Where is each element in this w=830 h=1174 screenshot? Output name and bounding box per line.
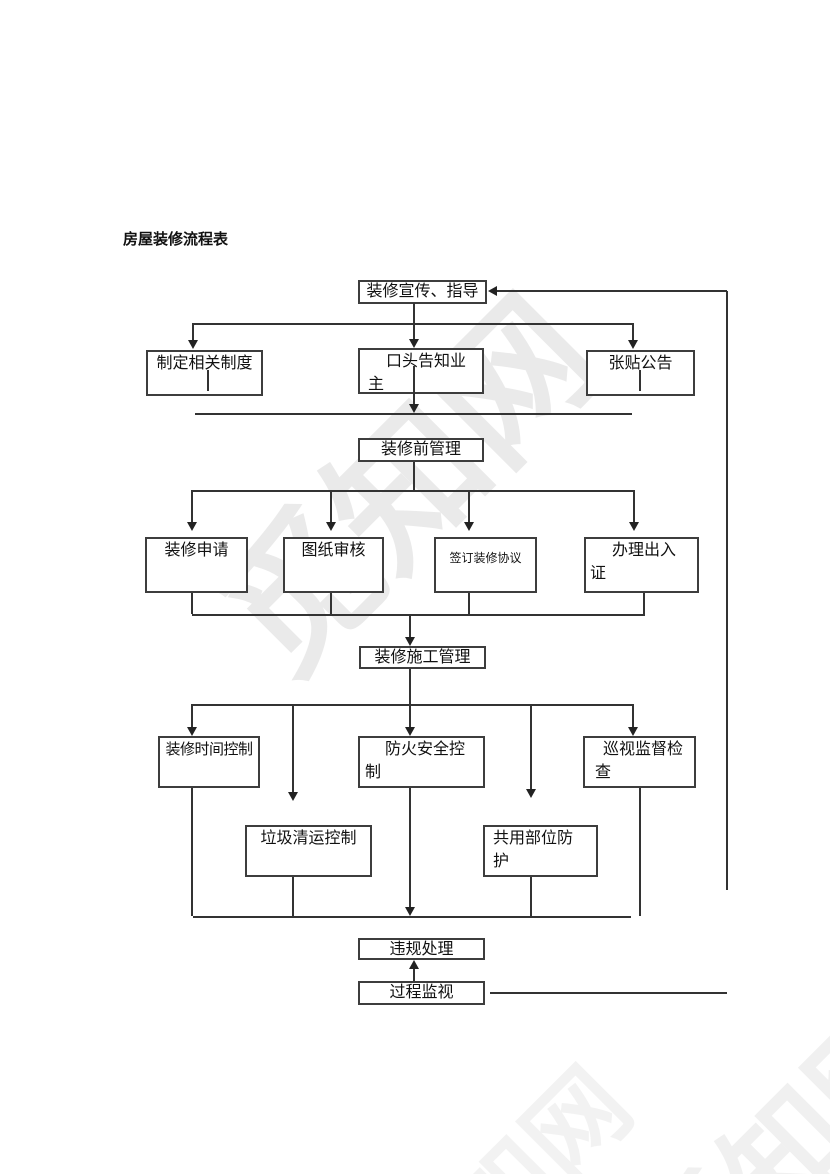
node-make-rules: 制定相关制度: [146, 350, 263, 396]
arrowhead-to-violation: [409, 960, 419, 969]
node-label: 装修施工管理: [374, 649, 471, 666]
collector-line-1: [195, 413, 632, 415]
branch-line-2: [192, 490, 634, 492]
connector-timecontrol-down: [191, 788, 193, 916]
collector-line-2: [192, 614, 645, 616]
feedback-line-bottom: [490, 992, 727, 994]
node-time-control: 装修时间控制: [158, 736, 260, 788]
node-label-line-1: 共用部位防: [493, 830, 574, 847]
node-label: 装修申请: [164, 542, 229, 559]
node-label: 垃圾清运控制: [260, 830, 357, 847]
node-common-area-protection: 共用部位防 护: [483, 825, 598, 877]
feedback-line-right: [726, 291, 728, 890]
arrowhead-to-garbage-control: [288, 792, 298, 801]
node-label-line-1: 巡视监督检: [603, 741, 684, 758]
connector-branch3-long-stem-left: [292, 704, 294, 792]
connector-entrypass-down: [643, 593, 645, 614]
arrowhead-to-entry-pass: [629, 522, 639, 531]
arrowhead-to-drawing-review: [326, 522, 336, 531]
connector-construction-down-stem: [409, 669, 411, 704]
connector-agreement-down: [468, 593, 470, 614]
connector-monitor-up-stem: [413, 969, 415, 981]
node-label: 制定相关制度: [156, 355, 253, 372]
arrowhead-to-fire-safety: [405, 727, 415, 736]
node-label: 装修宣传、指导: [366, 283, 479, 300]
connector-verbal-down-stem: [413, 366, 415, 404]
feedback-line-top: [497, 290, 727, 292]
arrowhead-to-promo: [488, 286, 497, 296]
connector-branch2-stem-1: [191, 490, 193, 522]
node-label-line-2: 主: [368, 376, 385, 393]
node-label-line-1: 口头告知业: [386, 353, 467, 370]
node-decoration-apply: 装修申请: [145, 537, 248, 593]
watermark-bottom-center: 觅知网: [343, 1030, 658, 1174]
connector-branch3-long-stem-right: [530, 704, 532, 789]
node-construction-management: 装修施工管理: [359, 646, 486, 669]
tick-make-rules: [207, 370, 209, 391]
arrowhead-to-make-rules: [188, 340, 198, 349]
node-verbal-notice: 口头告知业 主: [358, 348, 484, 394]
arrowhead-to-apply: [187, 522, 197, 531]
connector-commonarea-down: [530, 877, 532, 916]
branch-line-3: [192, 704, 633, 706]
arrowhead-to-collector1: [409, 404, 419, 413]
node-label-line-2: 查: [595, 764, 612, 781]
collector-line-3: [193, 916, 631, 918]
node-label: 张贴公告: [608, 355, 673, 372]
connector-collector2-down-stem: [409, 614, 411, 637]
node-garbage-removal-control: 垃圾清运控制: [245, 825, 372, 877]
node-label-line-2: 证: [590, 565, 607, 582]
connector-branch2-stem-3: [468, 490, 470, 522]
connector-drawing-down: [330, 593, 332, 614]
tick-post-notice: [639, 370, 641, 391]
connector-apply-down: [191, 593, 193, 614]
node-label: 签订装修协议: [449, 551, 522, 565]
node-fire-safety-control: 防火安全控 制: [358, 736, 485, 788]
connector-branch3-stem-2: [409, 704, 411, 727]
node-label: 过程监视: [389, 984, 454, 1001]
arrowhead-to-collector3: [405, 907, 415, 916]
connector-branch2-stem-2: [330, 490, 332, 522]
arrowhead-to-construction-mgmt: [405, 637, 415, 646]
node-violation-handling: 违规处理: [358, 938, 485, 960]
arrowhead-to-patrol-check: [628, 727, 638, 736]
connector-branch1-right-stem: [632, 323, 634, 340]
watermark-center: 觅知网: [190, 268, 628, 706]
node-label-line-1: 防火安全控: [385, 741, 466, 758]
node-decoration-promotion: 装修宣传、指导: [358, 280, 487, 304]
connector-garbage-down: [292, 877, 294, 916]
node-entry-pass: 办理出入 证: [584, 537, 699, 593]
connector-premgmt-down-stem: [413, 462, 415, 490]
connector-branch3-stem-3: [632, 704, 634, 727]
node-pre-decoration-management: 装修前管理: [358, 438, 484, 462]
connector-promo-down-stem: [413, 303, 415, 339]
node-label: 违规处理: [389, 941, 454, 958]
arrowhead-to-sign-agreement: [464, 522, 474, 531]
node-sign-agreement: 签订装修协议: [434, 537, 537, 593]
node-drawing-review: 图纸审核: [283, 537, 384, 593]
node-label: 装修前管理: [380, 441, 461, 458]
arrowhead-to-verbal-notice: [409, 339, 419, 348]
page-title: 房屋装修流程表: [123, 231, 229, 248]
connector-firesafety-down: [409, 788, 411, 907]
arrowhead-to-time-control: [187, 727, 197, 736]
connector-branch2-stem-4: [633, 490, 635, 522]
node-process-monitoring: 过程监视: [358, 981, 485, 1005]
node-label-line-2: 制: [365, 764, 382, 781]
connector-patrol-down: [639, 788, 641, 916]
node-label: 装修时间控制: [165, 741, 253, 758]
node-patrol-supervision-check: 巡视监督检 查: [583, 736, 696, 788]
branch-line-1: [193, 323, 633, 325]
node-label-line-2: 护: [493, 853, 510, 870]
arrowhead-to-common-area: [526, 789, 536, 798]
node-label: 图纸审核: [301, 542, 366, 559]
node-label-line-1: 办理出入: [612, 542, 677, 559]
connector-branch3-stem-1: [191, 704, 193, 727]
arrowhead-to-post-notice: [628, 340, 638, 349]
connector-branch1-left-stem: [192, 323, 194, 340]
